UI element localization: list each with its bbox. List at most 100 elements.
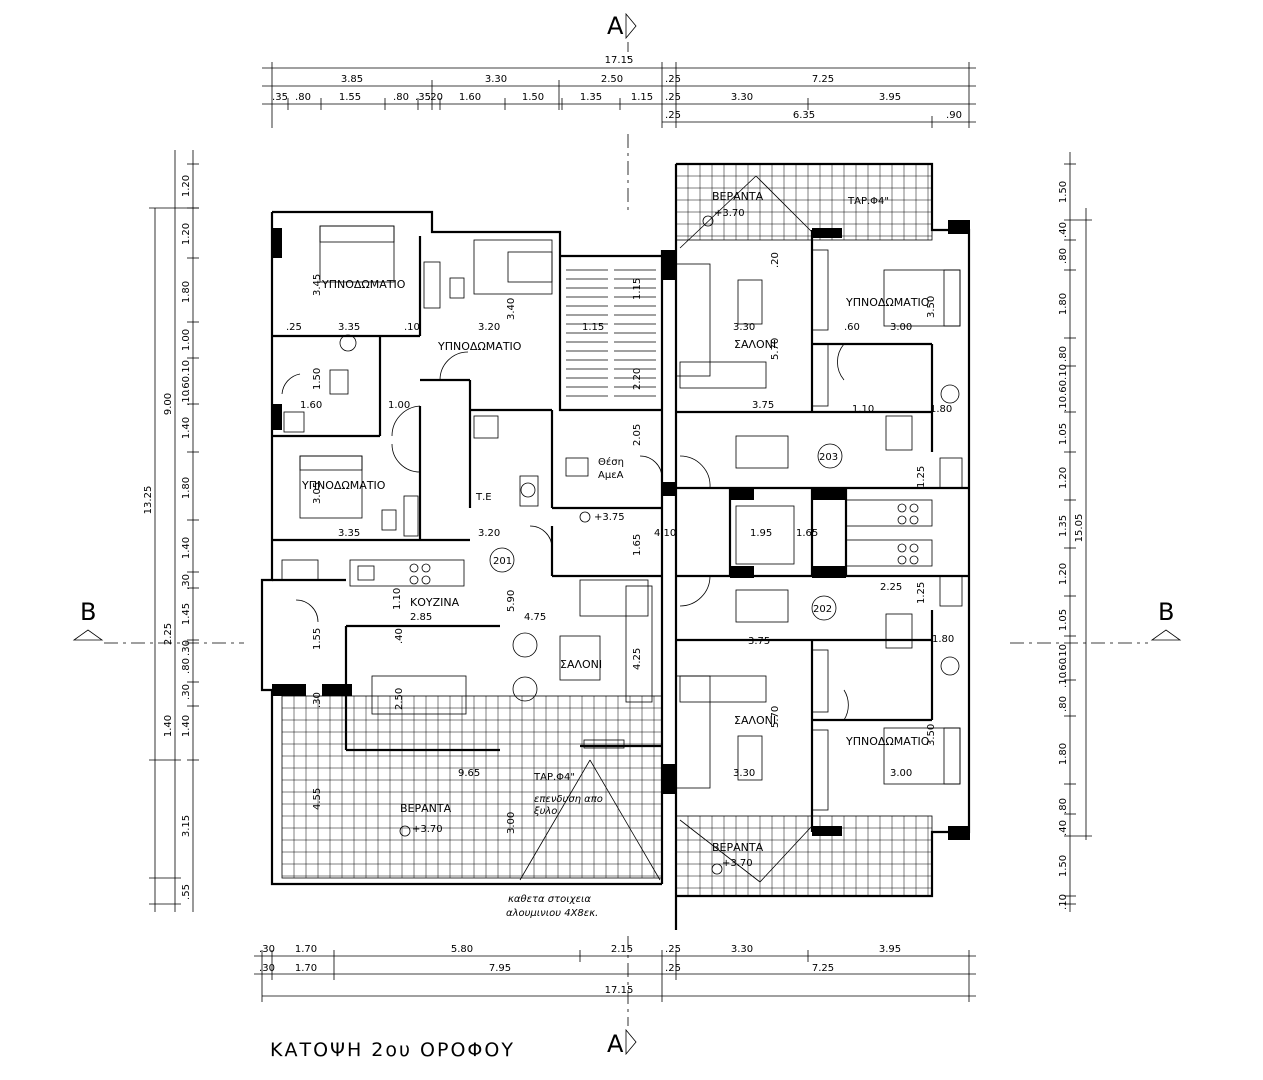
section-b-right: B (1158, 598, 1174, 626)
dim-top-r2-9: 1.35 (580, 92, 602, 103)
room-bedroom-3: ΥΠΝΟΔΩΜΑΤΙΟ (301, 479, 386, 492)
room-bedroom-4: ΥΠΝΟΔΩΜΑΤΙΟ (845, 296, 930, 309)
dim-int-225: 2.25 (880, 582, 902, 593)
dim-int-115a: 1.15 (582, 322, 604, 333)
room-living-2: ΣΑΛΟΝΙ (560, 658, 602, 671)
dim-right-13: 1.05 (1058, 609, 1069, 631)
dim-left-3: 1.80 (181, 281, 192, 303)
dim-int-300a: 3.00 (890, 322, 912, 333)
dim-top-overall: 17.15 (605, 55, 634, 66)
dim-int-475: 4.75 (524, 612, 546, 623)
room-veranda-2: ΒΕΡΑΝΤΑ (712, 190, 764, 203)
dim-bot-r2-1: .30 (259, 963, 275, 974)
section-b-left: B (80, 598, 96, 626)
room-veranda-1: ΒΕΡΑΝΤΑ (400, 802, 452, 815)
finish-label-2: ξυλο (533, 806, 557, 817)
right-dimensions: 1.50 .40 .80 1.80 .80 .10 .60 .10 1.05 1… (1058, 152, 1092, 912)
dim-int-305: 3.05 (312, 482, 323, 504)
dim-bot-r1-1: .30 (259, 944, 275, 955)
dim-right-3: .80 (1058, 248, 1069, 264)
dim-top-r2-8: 1.50 (522, 92, 544, 103)
room-living-1: ΣΑΛΟΝΙ (734, 338, 776, 351)
dim-bot-r1-2: 1.70 (295, 944, 317, 955)
dim-left-12: 1.45 (181, 603, 192, 625)
dim-left-16: 1.40 (181, 715, 192, 737)
dim-bot-r2-5: 7.25 (812, 963, 834, 974)
apartment-201: 201 (493, 556, 512, 567)
dim-left-overall: 13.25 (143, 486, 154, 515)
dim-top-r2-10: 1.15 (631, 92, 653, 103)
wc-mark: Τ.Ε (475, 492, 492, 503)
dim-int-375b: 3.75 (748, 636, 770, 647)
room-bedroom-5: ΥΠΝΟΔΩΜΑΤΙΟ (845, 735, 930, 748)
room-veranda-3: ΒΕΡΑΝΤΑ (712, 841, 764, 854)
room-bedroom-2: ΥΠΝΟΔΩΜΑΤΙΟ (437, 340, 522, 353)
dim-top-r3-3: .90 (946, 110, 962, 121)
dim-left-8: 1.40 (181, 417, 192, 439)
apartment-203: 203 (819, 452, 838, 463)
dim-right-2: .40 (1058, 222, 1069, 238)
dim-int-320b: 3.20 (478, 528, 500, 539)
dim-top-r2-6: .20 (427, 92, 443, 103)
finish-label-1: επενδυση απο (534, 794, 603, 805)
bottom-dimensions: .30 1.70 5.80 2.15 .25 3.30 3.95 .30 1.7… (254, 944, 976, 1002)
dim-bot-r1-4: 2.15 (611, 944, 633, 955)
dim-left-15: .30 (181, 684, 192, 700)
dim-top-r2-11: .25 (665, 92, 681, 103)
dim-top-r1-5: 7.25 (812, 74, 834, 85)
dim-top-r2-12: 3.30 (731, 92, 753, 103)
dim-bot-r1-3: 5.80 (451, 944, 473, 955)
dim-int-330b: 3.30 (733, 768, 755, 779)
dim-bot-overall: 17.15 (605, 985, 634, 996)
dim-left-7: .10 (181, 390, 192, 406)
dim-int-300c: 3.00 (506, 812, 517, 834)
dim-right-21: 1.50 (1058, 855, 1069, 877)
dim-int-150: 1.50 (312, 368, 323, 390)
section-a-bottom: A (607, 1030, 624, 1058)
dim-right-22: .10 (1058, 894, 1069, 910)
dim-right-8: .10 (1058, 396, 1069, 412)
dim-int-125b: 1.25 (916, 582, 927, 604)
room-living-3: ΣΑΛΟΝΙ (734, 714, 776, 727)
dim-int-345: 3.45 (312, 274, 323, 296)
dim-left-1: 1.20 (181, 175, 192, 197)
dim-int-195: 1.95 (750, 528, 772, 539)
dim-top-r2-3: 1.55 (339, 92, 361, 103)
dim-left-5: .10 (181, 360, 192, 376)
dim-right-9: 1.05 (1058, 423, 1069, 445)
note-label-2: αλουμινιου 4Χ8εκ. (506, 908, 598, 919)
interior-dimensions: 3.35 3.35 3.20 3.20 3.45 3.40 3.05 1.15 … (286, 252, 954, 834)
stair (566, 269, 656, 397)
level-veranda-2: +3.70 (714, 208, 745, 219)
dim-top-r2-2: .80 (295, 92, 311, 103)
dim-bot-r1-6: 3.30 (731, 944, 753, 955)
apartment-202: 202 (813, 604, 832, 615)
dim-int-160: 1.60 (300, 400, 322, 411)
dim-int-300b: 3.00 (890, 768, 912, 779)
room-bedroom-1: ΥΠΝΟΔΩΜΑΤΙΟ (321, 278, 406, 291)
dim-top-r3-1: .25 (665, 110, 681, 121)
dim-int-20: .20 (770, 252, 781, 268)
dim-int-115b: 1.15 (632, 278, 643, 300)
tap-label-left: ΤΑΡ.Φ4" (533, 772, 575, 783)
dim-int-285: 2.85 (410, 612, 432, 623)
verandas (281, 163, 933, 897)
dim-left-outer-2: 3.15 (181, 815, 192, 837)
dim-left-10: 1.40 (181, 537, 192, 559)
dim-bot-r1-7: 3.95 (879, 944, 901, 955)
dim-right-11: 1.35 (1058, 515, 1069, 537)
section-a-top: A (607, 12, 624, 40)
room-kitchen: ΚΟΥΖΙΝΑ (410, 596, 460, 609)
dim-int-590: 5.90 (506, 590, 517, 612)
dim-left-6: .60 (181, 376, 192, 392)
columns (272, 220, 970, 840)
dim-left-outer-1: 9.00 (163, 393, 174, 415)
dim-int-180a: 1.80 (930, 404, 952, 415)
dim-int-125a: 1.25 (916, 466, 927, 488)
tap-label-right: ΤΑΡ.Φ4" (847, 196, 889, 207)
dim-right-1: 1.50 (1058, 181, 1069, 203)
dim-int-155: 1.55 (312, 628, 323, 650)
dim-bot-r2-3: 7.95 (489, 963, 511, 974)
dim-int-100: 1.00 (388, 400, 410, 411)
dim-int-40: .40 (394, 628, 405, 644)
